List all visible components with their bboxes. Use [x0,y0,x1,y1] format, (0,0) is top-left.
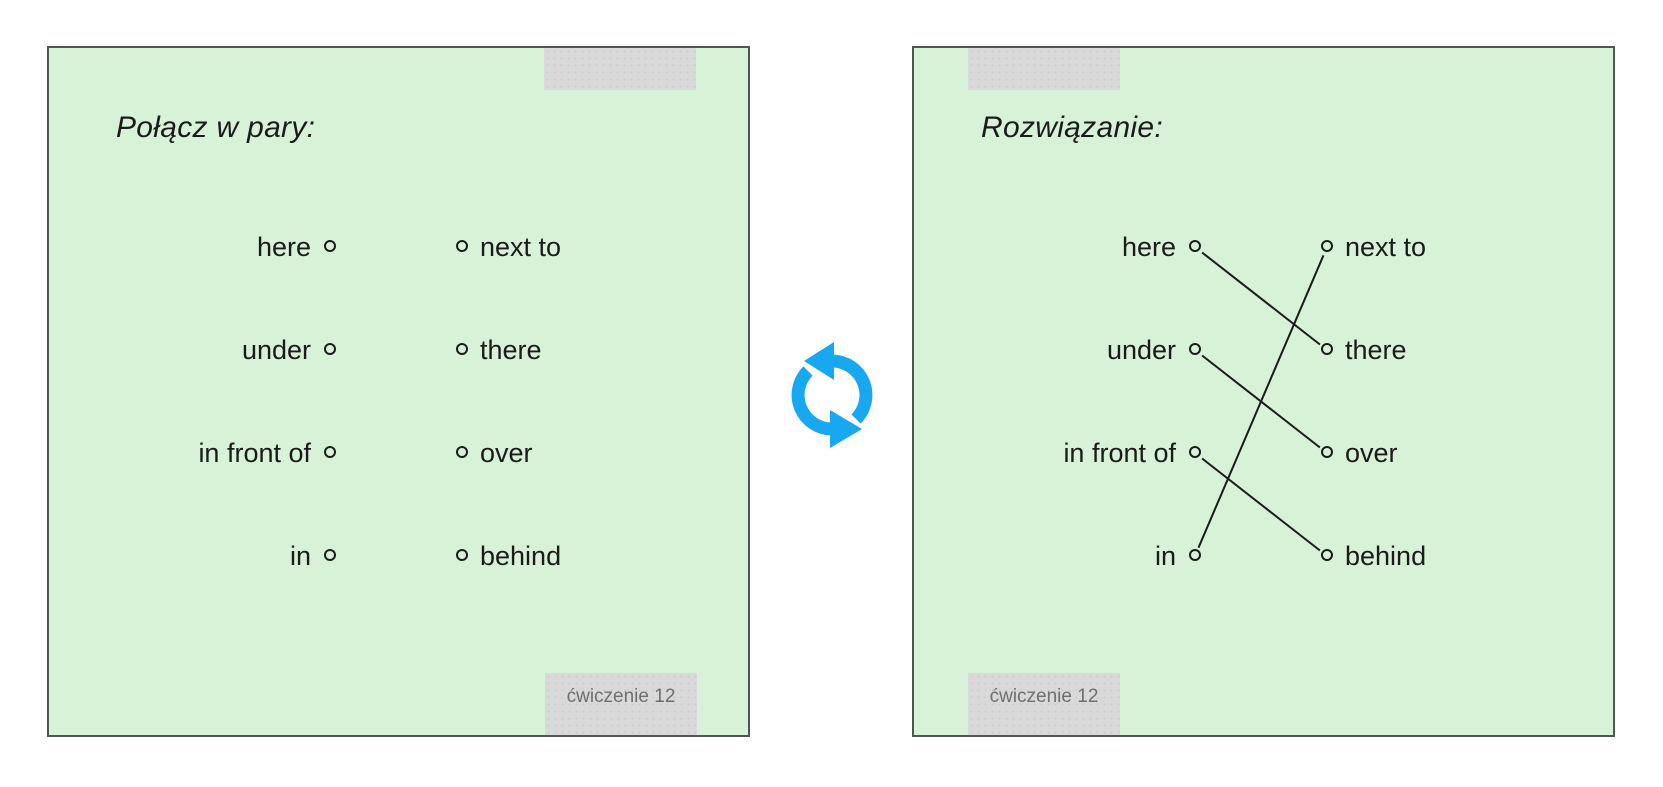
solution-row: in front of over [914,433,1613,473]
solution-dot-left [1189,343,1201,355]
match-dot-right[interactable] [456,446,468,458]
solution-row: in behind [914,536,1613,576]
solution-dot-right [1321,446,1333,458]
solution-dot-left [1189,549,1201,561]
right-word: next to [480,232,562,262]
exercise-title: Połącz w pary: [116,111,316,144]
counterclockwise-arrows-icon [791,342,873,448]
left-word: in front of [1063,438,1176,468]
match-dot-left[interactable] [324,240,336,252]
right-word: over [480,438,533,468]
solution-dot-right [1321,343,1333,355]
match-row: in behind [49,536,748,576]
left-word: in front of [198,438,311,468]
solution-row: under there [914,330,1613,370]
right-word: over [1345,438,1398,468]
solution-dot-left [1189,446,1201,458]
match-dot-left[interactable] [324,343,336,355]
right-word: there [480,335,542,365]
right-word: next to [1345,232,1427,262]
left-word: under [241,335,311,365]
left-word: under [1106,335,1176,365]
match-row: under there [49,330,748,370]
exercise-number-badge: ćwiczenie 12 [545,673,697,735]
solution-row: here next to [914,227,1613,267]
match-dot-right[interactable] [456,343,468,355]
match-row: here next to [49,227,748,267]
solution-dot-left [1189,240,1201,252]
exercise-number-label: ćwiczenie 12 [989,686,1099,707]
match-dot-left[interactable] [324,446,336,458]
exercise-number-badge: ćwiczenie 12 [968,673,1120,735]
exercise-number-label: ćwiczenie 12 [566,686,676,707]
left-word: here [1121,232,1176,262]
match-row: in front of over [49,433,748,473]
solution-dot-right [1321,549,1333,561]
left-word: in [1154,541,1176,571]
left-word: here [256,232,311,262]
match-dot-left[interactable] [324,549,336,561]
left-word: in [289,541,311,571]
flip-card-button[interactable] [786,338,878,452]
match-dot-right[interactable] [456,240,468,252]
right-word: behind [1345,541,1427,571]
solution-panel: Rozwiązanie: here next to under there in… [912,46,1615,737]
top-gray-box [544,48,696,90]
top-gray-box [968,48,1120,90]
solution-lines [1197,251,1325,552]
right-word: behind [480,541,562,571]
match-dot-right[interactable] [456,549,468,561]
right-word: there [1345,335,1407,365]
solution-dot-right [1321,240,1333,252]
exercise-panel: Połącz w pary: here next to under there … [47,46,750,737]
solution-title: Rozwiązanie: [981,111,1164,144]
